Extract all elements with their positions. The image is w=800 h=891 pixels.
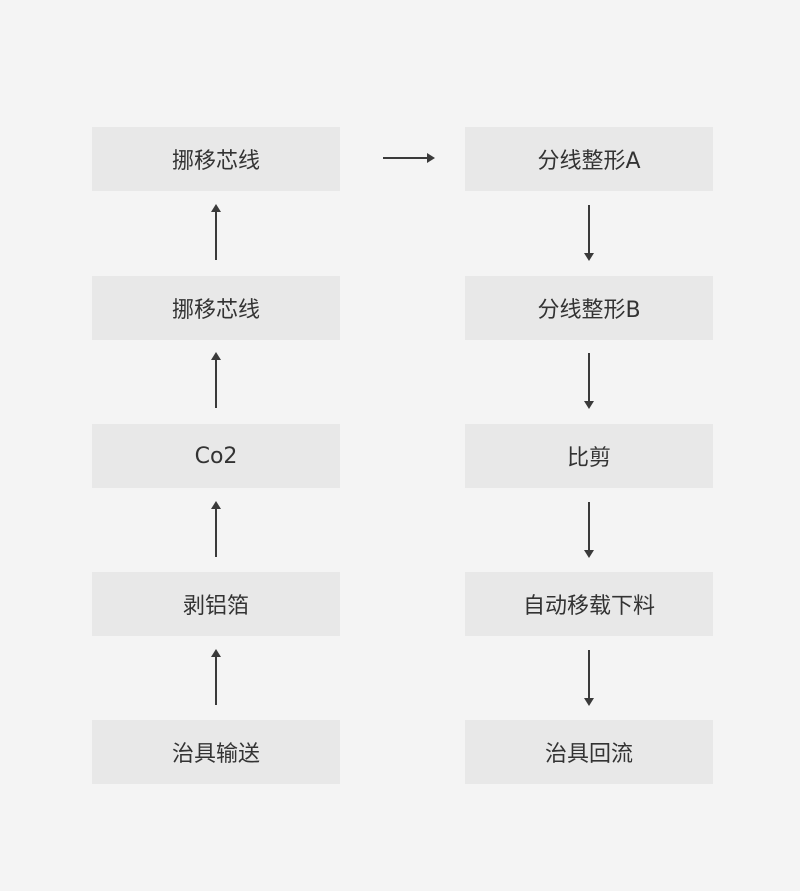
arrow-right	[383, 153, 435, 163]
arrow-down	[584, 205, 594, 261]
step-fixture-return: 治具回流	[465, 720, 713, 784]
arrow-down	[584, 650, 594, 706]
step-auto-unload: 自动移载下料	[465, 572, 713, 636]
step-strip-foil: 剥铝箔	[92, 572, 340, 636]
arrow-up	[211, 352, 221, 408]
step-wire-shaping-a: 分线整形A	[465, 127, 713, 191]
step-wire-shaping-b: 分线整形B	[465, 276, 713, 340]
arrow-up	[211, 649, 221, 705]
step-move-core-wire-2: 挪移芯线	[92, 127, 340, 191]
step-co2: Co2	[92, 424, 340, 488]
step-fixture-conveying: 治具输送	[92, 720, 340, 784]
arrow-up	[211, 204, 221, 260]
step-move-core-wire-1: 挪移芯线	[92, 276, 340, 340]
step-cut: 比剪	[465, 424, 713, 488]
arrow-down	[584, 502, 594, 558]
arrow-up	[211, 501, 221, 557]
arrow-down	[584, 353, 594, 409]
